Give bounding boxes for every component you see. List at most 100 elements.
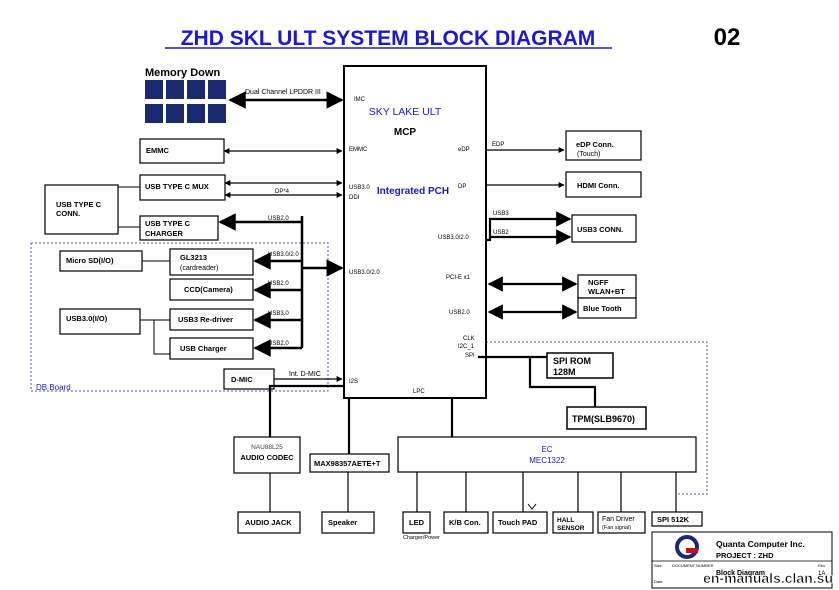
memory-chip [208, 104, 226, 123]
company-name: Quanta Computer Inc. [716, 539, 805, 549]
cpu-block [343, 65, 487, 399]
io-to-charger-link [153, 320, 170, 355]
hdmi-conn-box [565, 171, 642, 198]
tpm-box [566, 406, 647, 430]
audio-jack-label: AUDIO JACK [245, 518, 292, 527]
spi-tpm-link [528, 357, 597, 407]
cpu-package: MCP [394, 127, 417, 138]
hdmi-conn-label: HDMI Conn. [577, 181, 620, 190]
pin-pcie: PCI-E x1 [446, 275, 471, 281]
tpm-label: TPM(SLB9670) [572, 414, 635, 424]
memory-chip [208, 80, 226, 99]
gl3213-label-2: (cardreader) [180, 265, 219, 272]
touch-pad-box [492, 511, 548, 534]
pin-ddi: DDI [349, 195, 360, 201]
pin-usb3020-left: USB3.0/2.0 [349, 270, 380, 276]
amp-label: MAX98357AETE+T [314, 459, 381, 468]
page-number: 02 [714, 24, 741, 51]
pin-usb3020-right: USB3.0/2.0 [438, 235, 469, 241]
document-label: DOCUMENT NUMBER [672, 563, 714, 568]
memory-chip [166, 104, 184, 123]
emmc-box [139, 138, 225, 164]
usb20-label-a: USB2.0 [268, 216, 289, 222]
bluetooth-label: Blue Tooth [583, 304, 622, 313]
led-sub-label: Charger/Power [403, 535, 440, 541]
rev-label: Rev [818, 563, 825, 568]
audio-codec-label-1: NAU88L25 [251, 444, 283, 451]
pin-clk: CLK [463, 336, 475, 342]
ccd-box [169, 278, 254, 301]
memory-chip [145, 80, 163, 99]
usb30-label-a: USB3.0 [268, 311, 289, 317]
fan-driver-label-1: Fan Driver [602, 516, 635, 523]
ngff-label-1: NGFF [588, 278, 609, 287]
pin-lpc: LPC [413, 389, 425, 395]
usb30-io-label: USB3.0(I/O) [66, 314, 108, 323]
ngff-label-2: WLAN+BT [588, 287, 625, 296]
spi-rom-label-2: 128M [553, 367, 576, 377]
pin-emmc: EMMC [349, 147, 368, 153]
size-label: Size [654, 563, 663, 568]
usb2-bus-label: USB2 [493, 230, 509, 236]
usb20-label-c: USB2.0 [268, 341, 289, 347]
speaker-label: Speaker [328, 518, 357, 527]
pin-usb20: USB2.0 [449, 310, 470, 316]
gl3213-box [169, 248, 254, 276]
spi-rom-label-1: SPI ROM [553, 356, 591, 366]
pin-usb30: USB3.0 [349, 185, 370, 191]
project-label: PROJECT : ZHD [716, 551, 774, 560]
title-block [651, 531, 833, 589]
block-label: Block Diagram [716, 570, 765, 577]
memory-chip [166, 80, 184, 99]
memory-chip [187, 80, 205, 99]
memory-chip [187, 104, 205, 123]
ec-label-1: EC [541, 445, 552, 454]
usb-typec-mux-box [139, 174, 226, 201]
pin-i2c: I2C_1 [458, 344, 475, 350]
quanta-logo [675, 535, 699, 559]
memory-title: Memory Down [145, 67, 220, 79]
usb-typec-mux-label: USB TYPE C MUX [145, 182, 209, 191]
pch-label: Integrated PCH [377, 186, 449, 197]
led-label: LED [409, 518, 425, 527]
spi-rom-box [546, 352, 614, 379]
date-label: Date [654, 579, 663, 584]
int-dmic-label: Int. D-MIC [289, 371, 321, 378]
usb-typec-conn-box [44, 184, 119, 235]
audio-codec-box [233, 436, 301, 474]
pin-i2s: I2S [349, 379, 358, 385]
usb-charger-label: USB Charger [180, 344, 227, 353]
rev-value: 1A [818, 571, 825, 577]
hall-sensor-box [552, 511, 594, 534]
pin-imc: IMC [354, 97, 366, 103]
usb-typec-charger-box [139, 215, 219, 241]
usb30-io-box [59, 308, 141, 335]
spi-512k-label: SPI 512K [657, 515, 690, 524]
bluetooth-box [577, 297, 637, 319]
edp-conn-box [565, 130, 642, 161]
edp-bus-label: EDP [492, 142, 504, 148]
usb20-label-b: USB2.0 [268, 281, 289, 287]
usb3-redriver-label: USB3 Re-driver [178, 315, 233, 324]
usb3-conn-box [571, 214, 637, 243]
usb-charger-box [169, 337, 254, 360]
touch-pad-label: Touch PAD [498, 518, 538, 527]
dmic-label: D-MIC [231, 375, 253, 384]
usb3-bus-label: USB3 [493, 211, 509, 217]
usb-typec-conn-label-2: CONN. [56, 209, 80, 218]
ccd-label: CCD(Camera) [184, 285, 233, 294]
memory-bus-label: Dual Channel LPDDR III [245, 89, 321, 96]
i2s-codec-link [268, 384, 344, 437]
hall-sensor-label-2: SENSOR [557, 525, 585, 532]
usb-typec-charger-label-1: USB TYPE C [145, 219, 191, 228]
pin-edp: eDP [458, 147, 470, 153]
pin-spi: SPI [465, 353, 475, 359]
db-board-label: DB Board [36, 383, 71, 392]
spi-512k-box [651, 511, 703, 527]
memory-chip [145, 104, 163, 123]
gl3213-label-1: GL3213 [180, 253, 207, 262]
pin-dp: DP [458, 184, 466, 190]
kb-con-label: K/B Con. [449, 518, 481, 527]
usb-typec-charger-label-2: CHARGER [145, 229, 184, 238]
